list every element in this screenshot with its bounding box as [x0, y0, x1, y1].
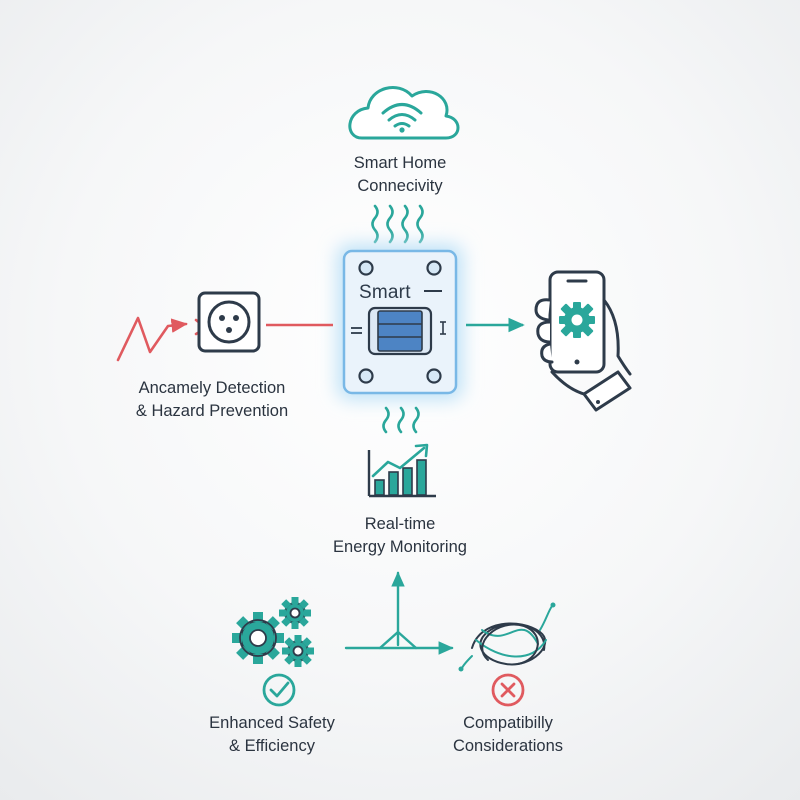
safety-label-line1: Enhanced Safety: [209, 714, 335, 732]
compatibility-label: Compatibilly Considerations: [453, 712, 563, 758]
rising-bar-chart-icon: [367, 443, 436, 498]
safety-efficiency-label: Enhanced Safety & Efficiency: [209, 712, 335, 758]
check-circle-icon: [262, 673, 296, 707]
energy-monitoring-label: Real-time Energy Monitoring: [333, 513, 467, 559]
compat-label-line2: Considerations: [452, 737, 564, 755]
energy-label-line2: Energy Monitoring: [333, 538, 467, 556]
smart-switch-device: [337, 244, 463, 400]
compat-label-line1: Compatibilly: [463, 714, 553, 732]
tangled-wires-icon: [458, 602, 556, 672]
energy-label-line1: Real-time: [364, 515, 436, 533]
bottom-branch-connector: [344, 571, 454, 655]
cloud-label-line2: Connecivity: [357, 177, 443, 195]
signal-waves-bottom: [382, 406, 420, 434]
smartphone-in-hand-icon: [534, 270, 632, 412]
settings-gear-icon: [559, 302, 595, 338]
hazard-detection-label: Ancamely Detection & Hazard Prevention: [136, 377, 288, 423]
gears-icon: [232, 597, 314, 667]
signal-waves-top: [371, 204, 424, 244]
safety-label-line2: & Efficiency: [229, 737, 315, 755]
cloud-label-line1: Smart Home: [353, 154, 447, 172]
cloud-wifi-icon: [348, 86, 460, 140]
cloud-connectivity-label: Smart Home Connecivity: [354, 152, 447, 198]
hazard-label-line2: & Hazard Prevention: [135, 402, 289, 420]
device-title: Smart: [359, 282, 411, 303]
hazard-spark-arrow: [116, 316, 208, 362]
power-outlet-icon: [197, 291, 261, 353]
x-circle-icon: [491, 673, 525, 707]
hazard-label-line1: Ancamely Detection: [138, 379, 286, 397]
